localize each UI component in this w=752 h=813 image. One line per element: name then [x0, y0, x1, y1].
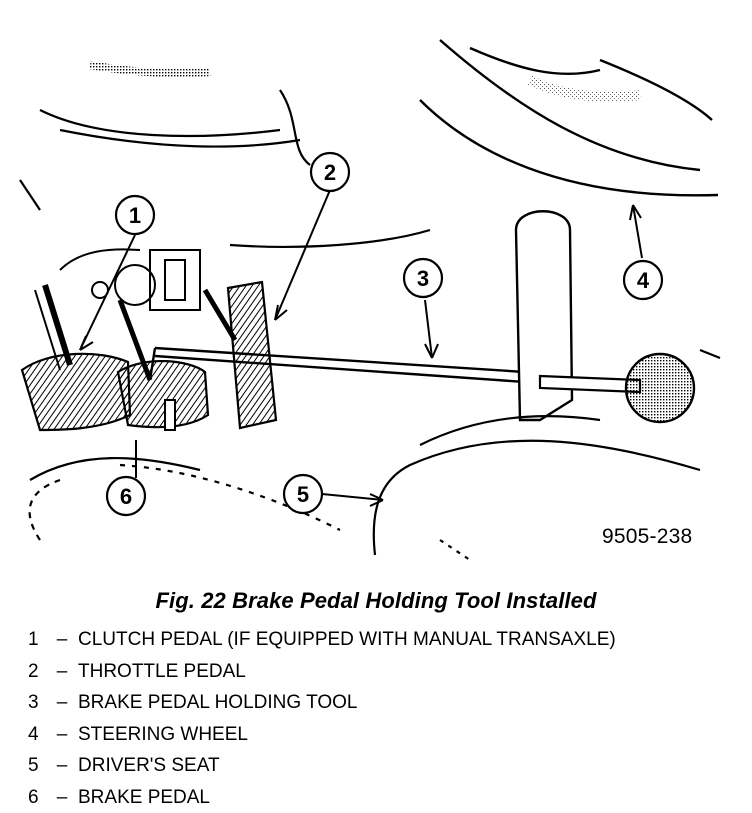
figure-id: 9505-238 [602, 525, 692, 549]
legend-number: 4 [28, 719, 46, 751]
legend-label: THROTTLE PEDAL [78, 661, 246, 682]
steering-wheel [420, 40, 718, 195]
legend-item: 5–DRIVER'S SEAT [28, 750, 616, 782]
legend-item: 3–BRAKE PEDAL HOLDING TOOL [28, 687, 616, 719]
svg-text:2: 2 [324, 160, 336, 185]
legend-number: 2 [28, 656, 46, 688]
callout-1: 1 [116, 196, 154, 234]
legend-dash: – [46, 687, 78, 719]
legend-list: 1–CLUTCH PEDAL (IF EQUIPPED WITH MANUAL … [28, 624, 616, 813]
figure-caption: Fig. 22 Brake Pedal Holding Tool Install… [0, 588, 752, 614]
callout-2: 2 [311, 153, 349, 191]
clutch-pedal [22, 285, 130, 430]
legend-number: 1 [28, 624, 46, 656]
brake-pedal [118, 300, 208, 430]
callout-6: 6 [107, 477, 145, 515]
legend-item: 2–THROTTLE PEDAL [28, 656, 616, 688]
pedal-box [60, 249, 200, 310]
legend-item: 1–CLUTCH PEDAL (IF EQUIPPED WITH MANUAL … [28, 624, 616, 656]
dashboard [20, 65, 430, 247]
legend-number: 6 [28, 782, 46, 813]
callout-5: 5 [284, 475, 322, 513]
legend-label: DRIVER'S SEAT [78, 755, 220, 776]
svg-text:4: 4 [637, 268, 650, 293]
legend-dash: – [46, 782, 78, 813]
svg-text:3: 3 [417, 266, 429, 291]
legend-label: CLUTCH PEDAL (IF EQUIPPED WITH MANUAL TR… [78, 629, 616, 650]
legend-label: BRAKE PEDAL [78, 787, 210, 808]
legend-dash: – [46, 624, 78, 656]
callout-4: 4 [624, 261, 662, 299]
legend-number: 3 [28, 687, 46, 719]
svg-text:6: 6 [120, 484, 132, 509]
pedal-illustration: 1 2 3 4 5 6 [0, 0, 752, 580]
legend-dash: – [46, 719, 78, 751]
legend-label: BRAKE PEDAL HOLDING TOOL [78, 692, 357, 713]
legend-label: STEERING WHEEL [78, 724, 248, 745]
legend-item: 4–STEERING WHEEL [28, 719, 616, 751]
svg-text:5: 5 [297, 482, 309, 507]
legend-number: 5 [28, 750, 46, 782]
svg-text:1: 1 [129, 203, 141, 228]
legend-item: 6–BRAKE PEDAL [28, 782, 616, 813]
legend-dash: – [46, 656, 78, 688]
callout-3: 3 [404, 259, 442, 297]
legend-dash: – [46, 750, 78, 782]
